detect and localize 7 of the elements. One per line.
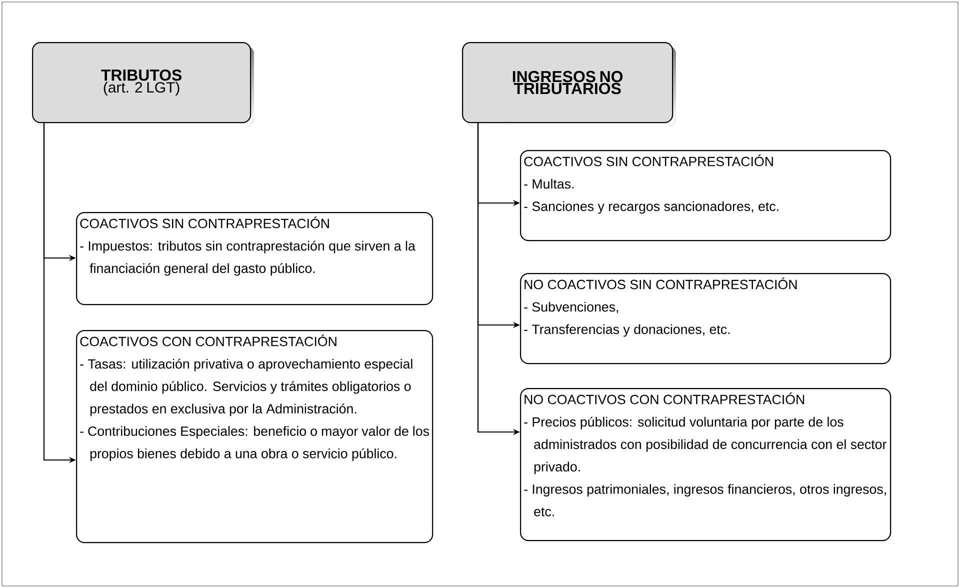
text-box: NO COACTIVOS CON CONTRAPRESTACIÓN - Precios públicos: solicitud voluntaria por parte de los administrados con posibilidad de concurrencia con el sector privado. - Ingresos patrimoniales, ingresos financieros, otros ingresos, etc. xyxy=(520,388,892,542)
heading-box: TRIBUTOS (art. 2 LGT) xyxy=(32,42,254,126)
text-box: COACTIVOS SIN CONTRAPRESTACIÓN - Impuestos: tributos sin contraprestación que sirven a la financiación general del gasto público. xyxy=(76,212,434,306)
text-box: COACTIVOS CON CONTRAPRESTACIÓN - Tasas: utilización privativa o aprovechamiento especial del dominio público. Servicios y trámites obligatorios o prestados en exclusiva por la Administración. - Contribuciones Especiales: beneficio o mayor valor de los propios bienes debido a una obra o servicio público. xyxy=(76,330,434,544)
text-box: NO COACTIVOS SIN CONTRAPRESTACIÓN - Subvenciones, - Transferencias y donaciones, etc. xyxy=(520,273,892,364)
heading-box: INGRESOS NO TRIBUTARIOS xyxy=(462,42,676,126)
text-box: COACTIVOS SIN CONTRAPRESTACIÓN - Multas. - Sanciones y recargos sancionadores, etc. xyxy=(520,150,892,242)
